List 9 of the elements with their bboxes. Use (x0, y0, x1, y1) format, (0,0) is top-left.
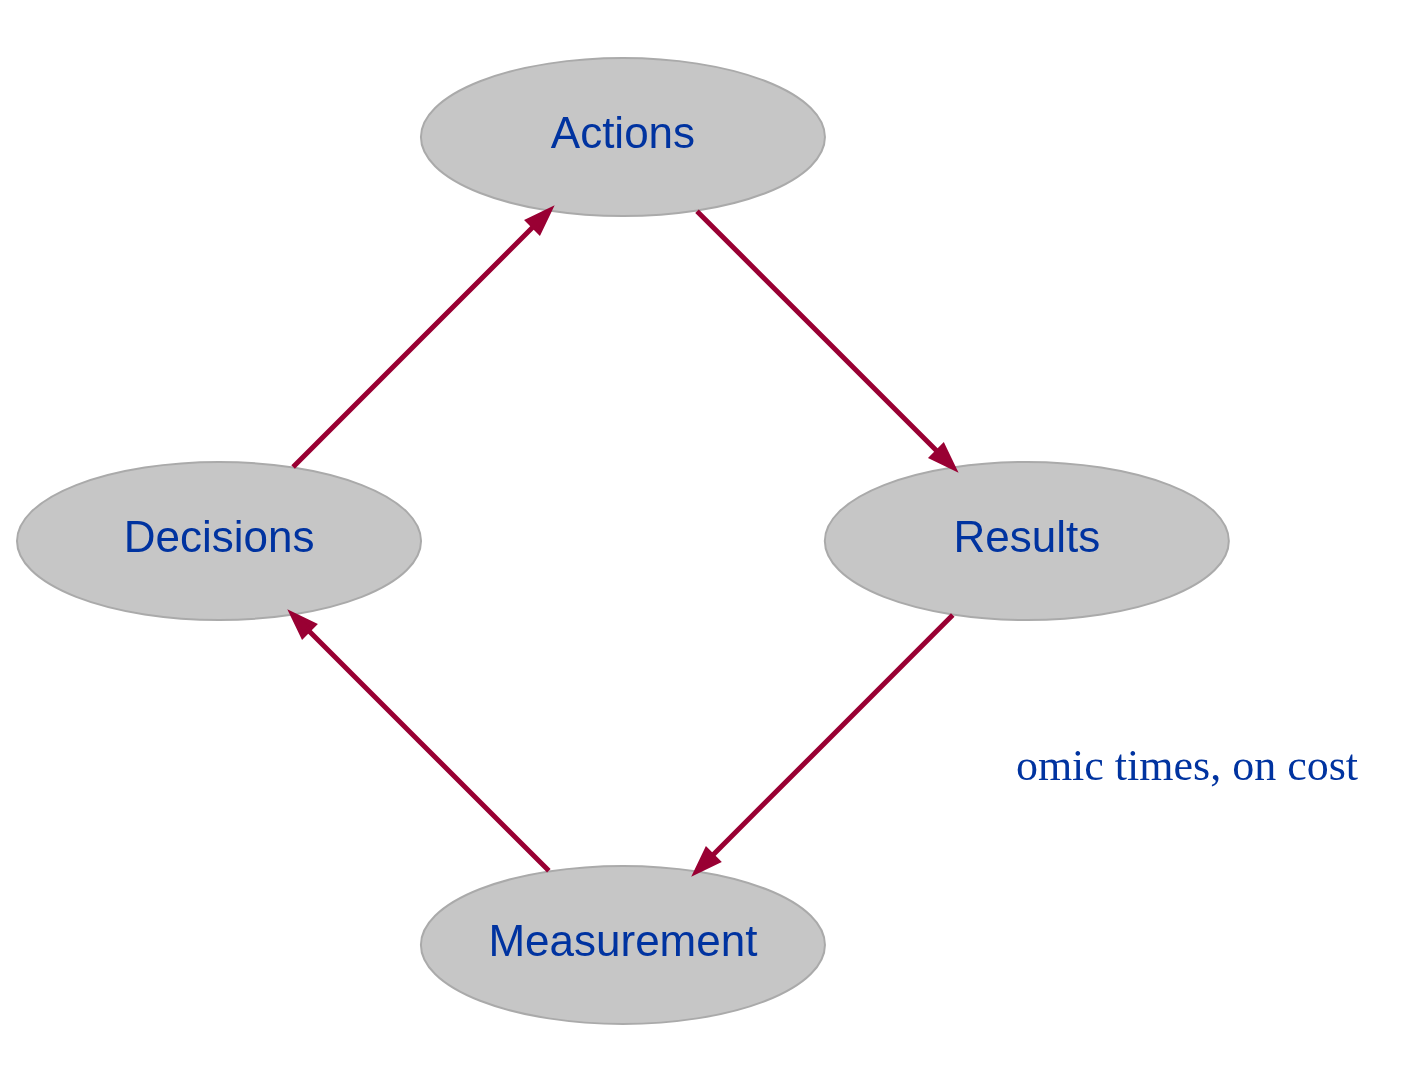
arrow (286, 608, 551, 873)
node-ellipse: Measurement (419, 864, 826, 1025)
arrow (290, 204, 555, 469)
label: omic times, on cost (1015, 740, 1358, 790)
arrow (690, 612, 954, 877)
arrow (694, 208, 959, 473)
node-ellipse: Results (823, 460, 1230, 621)
node-ellipse: Decisions (15, 460, 422, 621)
node-ellipse: Actions (419, 56, 826, 217)
